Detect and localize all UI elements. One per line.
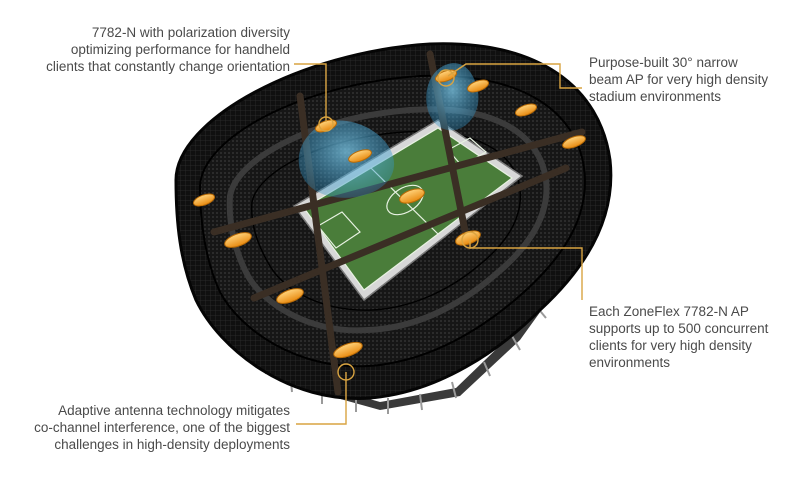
callout-adaptive-antenna: Adaptive antenna technology mitigates co… bbox=[34, 403, 290, 452]
callout-narrow-beam: Purpose-built 30° narrow beam AP for ver… bbox=[589, 55, 769, 104]
callout-polarization-diversity: 7782-N with polarization diversity optim… bbox=[46, 25, 290, 74]
callout-leaders bbox=[294, 63, 583, 425]
concourse-ring bbox=[226, 106, 550, 334]
callout-concurrent-clients: Each ZoneFlex 7782-N AP supports up to 5… bbox=[589, 304, 769, 370]
